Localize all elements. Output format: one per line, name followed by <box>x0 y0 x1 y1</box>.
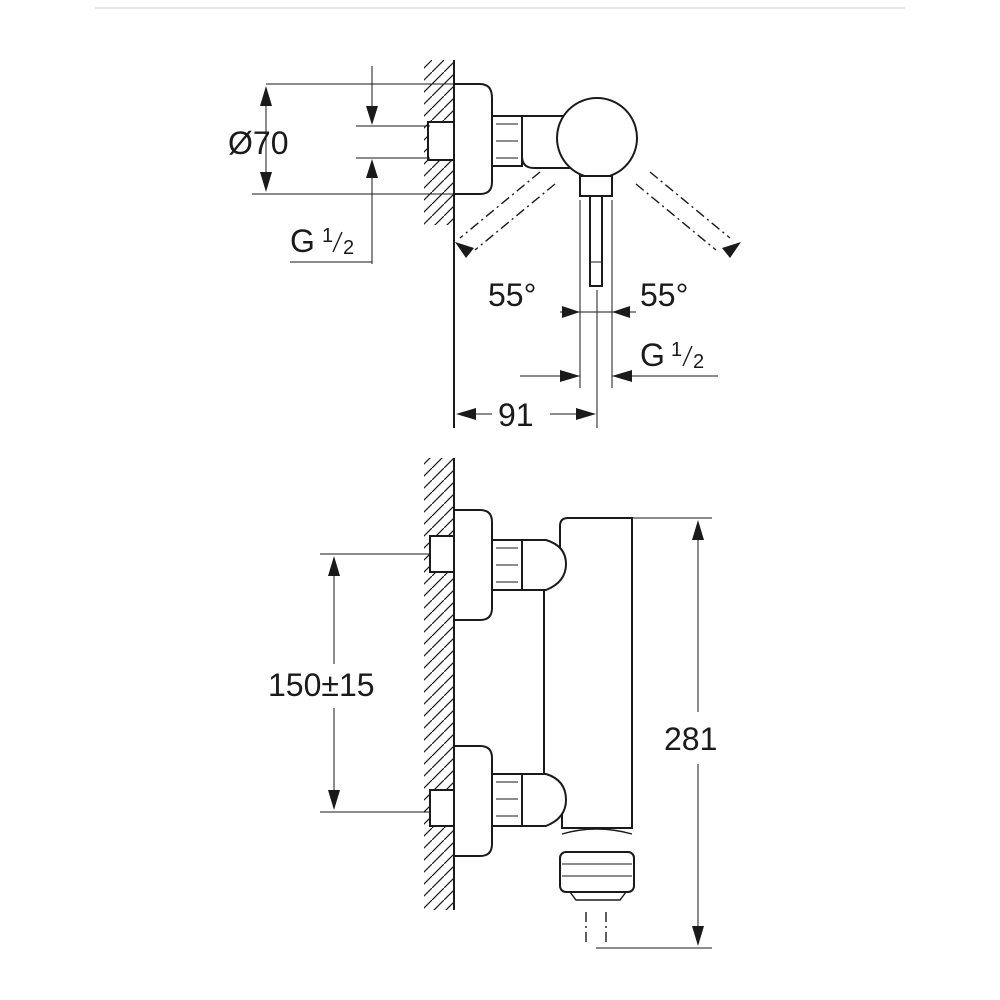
front-outlet <box>559 851 635 893</box>
top-inlet-stub <box>427 121 455 161</box>
angle-arrow-left <box>455 242 474 258</box>
front-wall <box>424 458 455 910</box>
front-upper-inlet <box>429 535 455 573</box>
offset-arrow-left <box>456 408 476 420</box>
offset-label: 91 <box>498 397 534 433</box>
angle-label-right: 55° <box>640 277 688 313</box>
front-lower-nut <box>491 773 523 827</box>
lever-swing-left <box>459 171 541 239</box>
top-lever-stub <box>579 175 613 197</box>
top-lever <box>589 195 603 287</box>
diameter-label: Ø70 <box>228 125 288 161</box>
thread-arrow-down <box>366 106 378 125</box>
front-mixer-column <box>543 517 633 829</box>
top-wall-flange <box>453 83 493 195</box>
outlet-arrow-left <box>612 370 632 382</box>
angle-label-left: 55° <box>488 277 536 313</box>
front-view: 150±15 281 <box>268 458 717 949</box>
front-lower-flange <box>453 745 493 857</box>
thread-label-top-left: G 1 2 <box>290 223 354 259</box>
top-view: Ø70 G 1 2 55° 55° G 1 <box>228 60 741 433</box>
svg-text:2: 2 <box>693 351 704 373</box>
svg-text:G: G <box>640 337 665 373</box>
front-upper-arm <box>521 539 568 591</box>
svg-text:2: 2 <box>343 237 354 259</box>
thread-arrow-up <box>366 159 378 178</box>
dia-arrow-down <box>260 172 272 192</box>
svg-text:1: 1 <box>671 339 682 361</box>
front-upper-flange <box>453 509 493 621</box>
front-lower-arm <box>521 773 568 827</box>
offset-arrow-right <box>576 408 596 420</box>
height-arrow-up <box>692 520 704 540</box>
height-label: 281 <box>664 721 717 757</box>
thread-label-top-right: G 1 2 <box>640 337 704 373</box>
top-mixer-body <box>556 97 638 179</box>
svg-text:G: G <box>290 223 315 259</box>
dia-arrow-up <box>260 86 272 106</box>
height-arrow-down <box>692 926 704 946</box>
spacing-label: 150±15 <box>268 667 375 703</box>
angle-dim-arrow-left <box>562 306 580 318</box>
top-wall <box>424 60 455 428</box>
lever-swing-right <box>649 171 731 239</box>
spacing-arrow-up <box>328 556 340 576</box>
front-lower-inlet <box>429 789 455 827</box>
outlet-arrow-right <box>560 370 580 382</box>
spacing-arrow-down <box>328 790 340 810</box>
svg-text:1: 1 <box>322 225 333 247</box>
angle-dim-arrow-right <box>612 306 630 318</box>
angle-arrow-right <box>722 242 741 258</box>
